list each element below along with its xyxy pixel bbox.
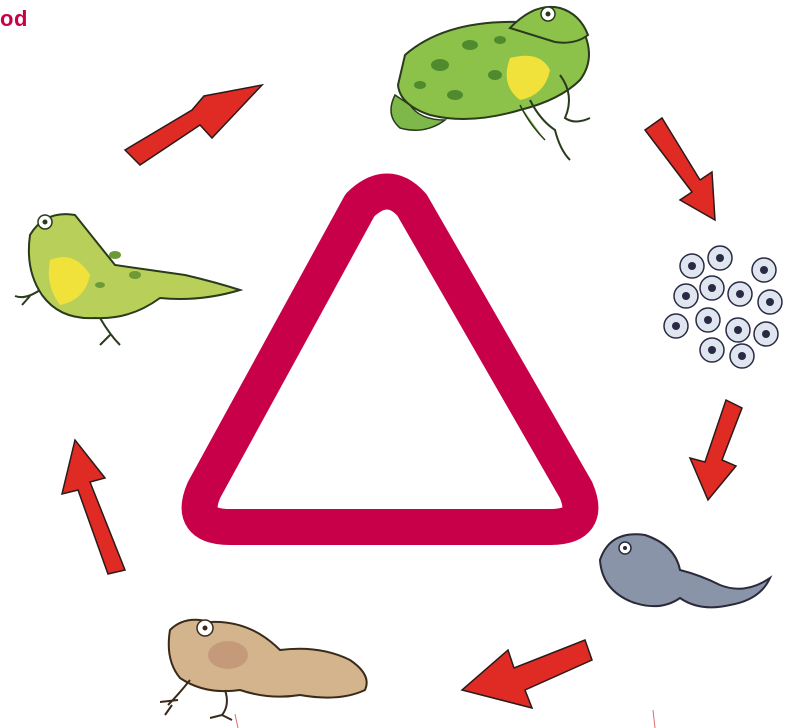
arrow-icon bbox=[688, 398, 743, 502]
arrow-icon bbox=[643, 116, 716, 222]
tadpole-icon bbox=[598, 533, 773, 609]
center-triangle bbox=[181, 173, 599, 545]
arrow-icon bbox=[123, 83, 265, 166]
arrow-icon bbox=[60, 438, 127, 575]
tadpole-with-legs-icon bbox=[159, 618, 368, 721]
frog-icon bbox=[390, 6, 591, 161]
tick-mark bbox=[234, 713, 239, 728]
arrow-icon bbox=[460, 639, 593, 710]
corner-label: od bbox=[0, 6, 28, 31]
froglet-icon bbox=[14, 213, 244, 346]
frogspawn-icon bbox=[663, 245, 783, 369]
tick-mark bbox=[652, 709, 656, 728]
